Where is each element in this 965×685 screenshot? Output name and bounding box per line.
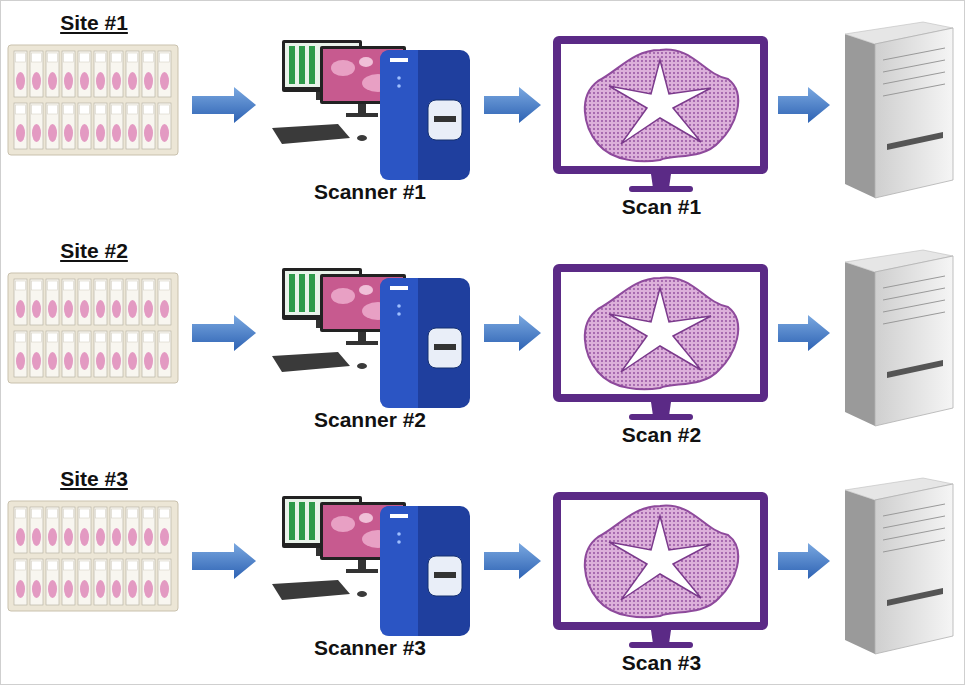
scan-label: Scan #1 xyxy=(622,196,701,218)
site-heading: Site #1 xyxy=(60,12,128,34)
scanner-station xyxy=(272,496,470,636)
scan-monitor: Scan #1 xyxy=(553,36,770,218)
scanner-label: Scanner #2 xyxy=(314,409,426,431)
scan-monitor xyxy=(557,496,764,648)
label-group: Site #1 xyxy=(8,12,180,34)
server-tower xyxy=(845,250,953,426)
scanner-station xyxy=(272,40,470,180)
scan-monitor: Scan #3 xyxy=(553,492,770,674)
flow-arrow xyxy=(484,543,541,579)
scanner-label: Scanner #3 xyxy=(314,637,426,659)
site-tray: Site #2 xyxy=(8,240,180,385)
flow-arrow xyxy=(192,87,256,123)
label-group: Scanner #2 xyxy=(268,409,472,431)
upload-arrow xyxy=(778,87,830,123)
slide-tray xyxy=(8,273,178,383)
site-heading: Site #3 xyxy=(60,468,128,490)
scan-monitor: Scan #2 xyxy=(553,264,770,446)
site-tray: Site #1 xyxy=(8,12,180,157)
label-group: Scan #1 xyxy=(553,196,770,218)
flow-arrow xyxy=(484,87,541,123)
scan-label: Scan #2 xyxy=(622,424,701,446)
flow-arrow xyxy=(192,315,256,351)
flow-arrow xyxy=(484,315,541,351)
scanner-station: Scanner #2 xyxy=(268,266,472,431)
site-tray: Site #3 xyxy=(8,468,180,613)
scan-monitor xyxy=(557,268,764,420)
slide-tray xyxy=(8,501,178,611)
label-group: Site #2 xyxy=(8,240,180,262)
flow-arrow xyxy=(192,543,256,579)
slide-tray xyxy=(8,45,178,155)
scanner-label: Scanner #1 xyxy=(314,181,426,203)
scanner-station: Scanner #3 xyxy=(268,494,472,659)
label-group: Scanner #3 xyxy=(268,637,472,659)
server-tower xyxy=(845,22,953,198)
upload-arrow xyxy=(778,543,830,579)
label-group: Scan #3 xyxy=(553,652,770,674)
scan-label: Scan #3 xyxy=(622,652,701,674)
scanner-station xyxy=(272,268,470,408)
scan-monitor xyxy=(557,40,764,192)
site-heading: Site #2 xyxy=(60,240,128,262)
scanner-station: Scanner #1 xyxy=(268,38,472,203)
label-group: Site #3 xyxy=(8,468,180,490)
row-illustrations xyxy=(8,22,953,654)
label-group: Scan #2 xyxy=(553,424,770,446)
upload-arrow xyxy=(778,315,830,351)
server-tower xyxy=(845,478,953,654)
label-group: Scanner #1 xyxy=(268,181,472,203)
